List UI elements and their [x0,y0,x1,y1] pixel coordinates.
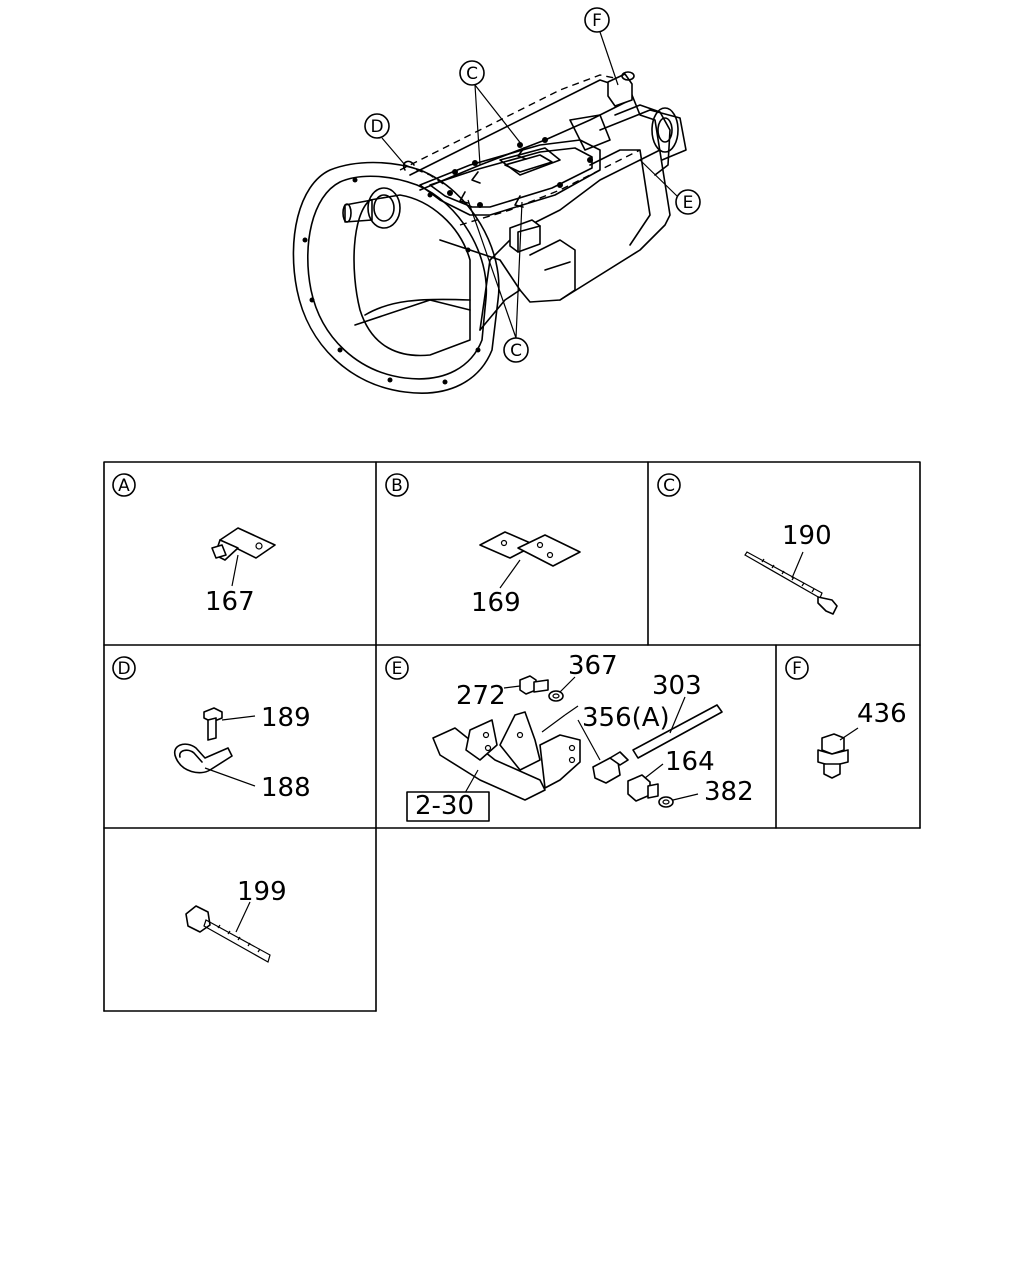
part-label: 272 [456,681,506,711]
callout-c-top: C [459,60,485,86]
cell-d: D 189 188 [112,656,311,803]
cell-f: F 436 [785,656,907,779]
part-label: 167 [205,587,255,617]
part-label: 382 [704,777,754,807]
part-label: 303 [652,671,702,701]
part-label: 189 [261,703,311,733]
part-label: 164 [665,747,715,777]
cell-a: A 167 [112,473,276,617]
part-label: 190 [782,521,832,551]
cell-e: E 272 367 303 356(A) 164 [385,651,754,822]
svg-text:F: F [592,11,602,31]
callout-d: D [364,113,390,139]
part-label: 188 [261,773,311,803]
svg-text:D: D [370,117,383,137]
callout-e: E [675,189,701,215]
part-label: 436 [857,699,907,729]
callout-f: F [584,7,610,33]
reference-box [406,791,490,822]
part-label: 356(A) [582,703,670,733]
svg-text:C: C [510,341,522,361]
svg-text:E: E [392,659,403,679]
part-label: 367 [568,651,618,681]
svg-text:F: F [792,659,802,679]
part-label: 169 [471,588,521,618]
svg-text:C: C [466,64,478,84]
detail-grid [103,461,921,1012]
part-label: 199 [237,877,287,907]
svg-text:B: B [391,476,403,496]
svg-text:D: D [117,659,130,679]
cell-c: C 190 [657,473,838,615]
cell-bottom: 199 [185,877,287,963]
reference-label: 2-30 [415,791,474,821]
svg-text:E: E [683,193,694,213]
svg-text:C: C [663,476,675,496]
transmission-assembly [292,71,687,394]
svg-text:A: A [118,476,130,496]
cell-b: B 169 [385,473,581,618]
callout-c-bottom: C [503,337,529,363]
